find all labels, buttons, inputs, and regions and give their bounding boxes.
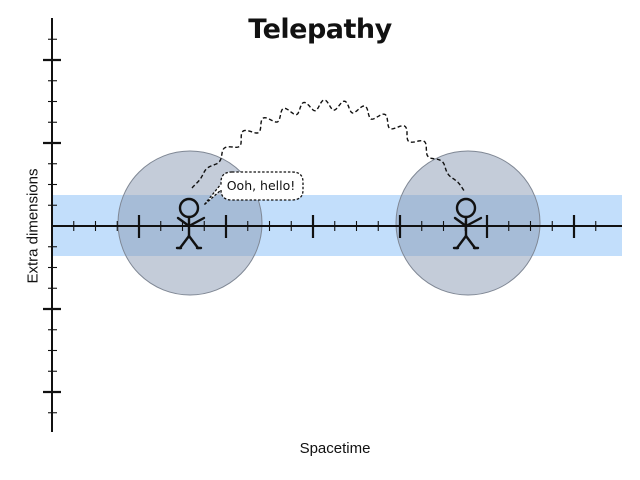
speech-bubble xyxy=(203,171,304,206)
axis-ticks xyxy=(43,38,597,414)
left-person xyxy=(175,197,206,250)
diagram-title: Telepathy xyxy=(248,14,392,45)
speech-bubble-text: Ooh, hello! xyxy=(226,178,296,193)
axes xyxy=(51,18,622,432)
y-axis-label: Extra dimensions xyxy=(24,168,42,284)
x-axis-label: Spacetime xyxy=(299,440,371,457)
right-person xyxy=(452,197,483,250)
right-sphere xyxy=(395,150,541,296)
